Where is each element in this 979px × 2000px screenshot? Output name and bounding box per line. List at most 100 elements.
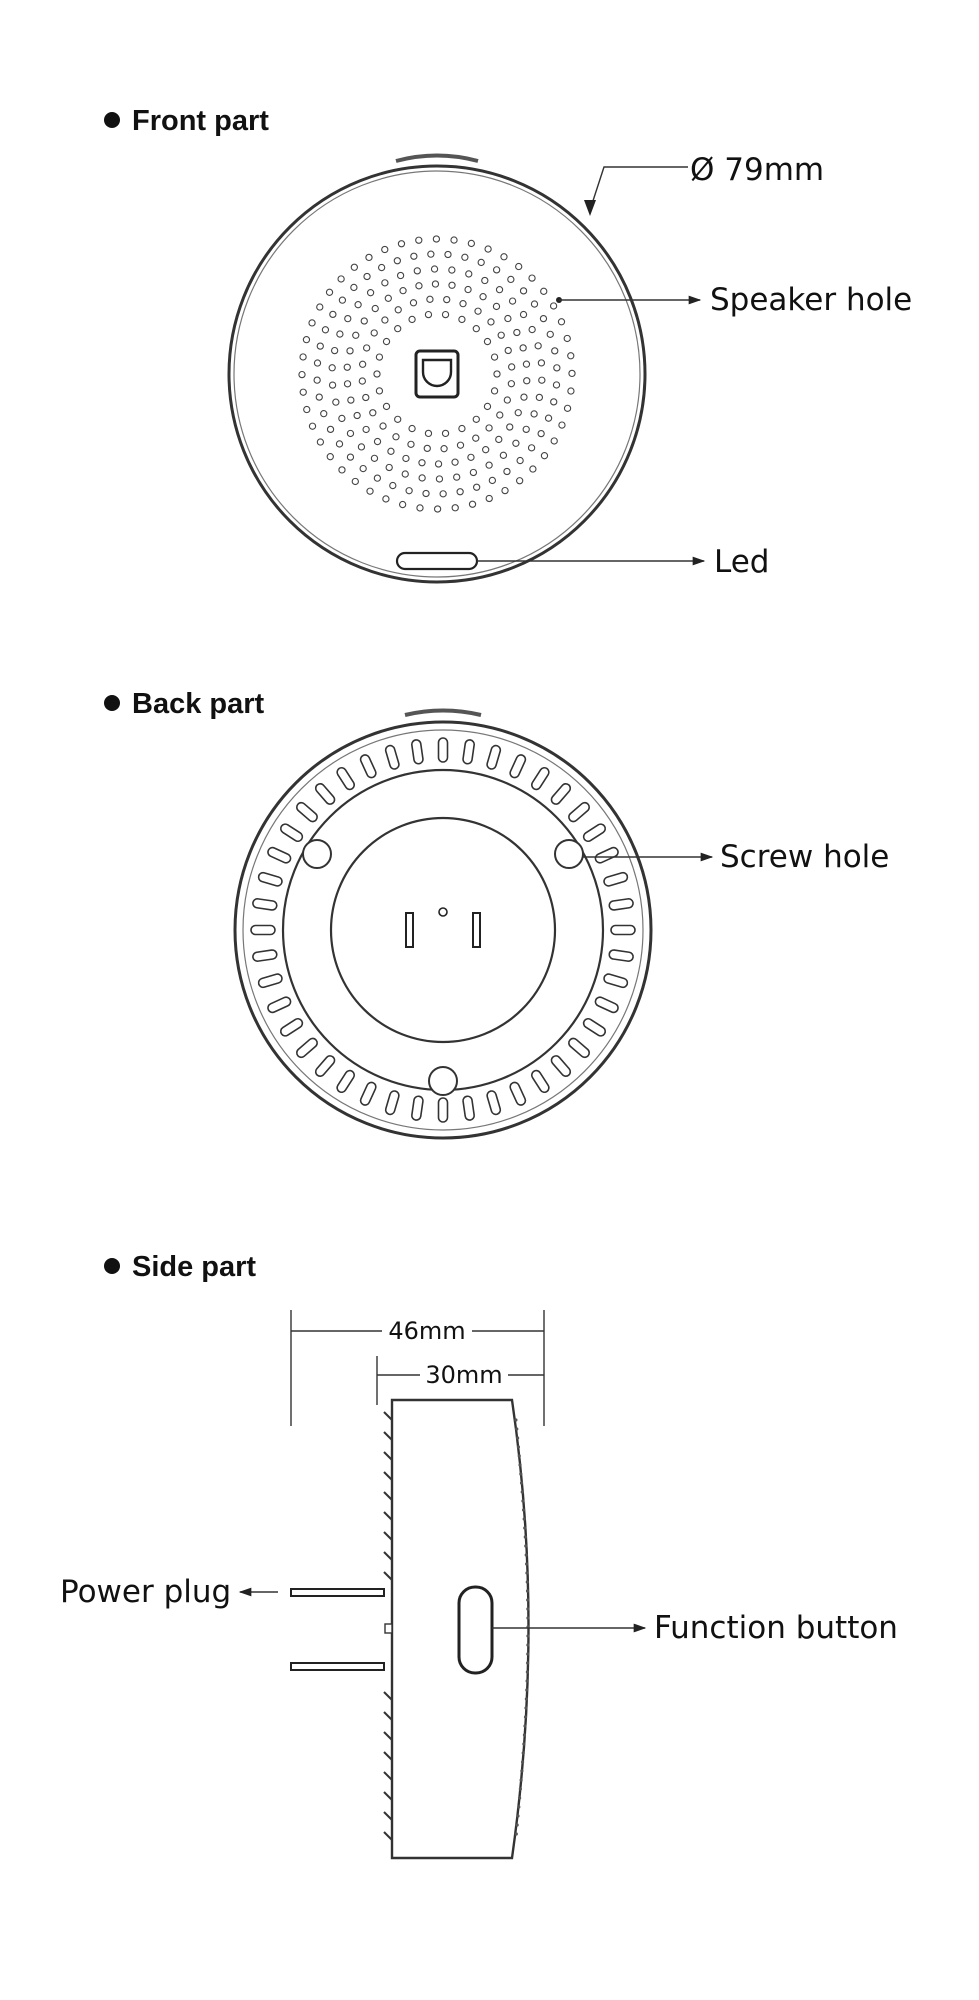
speaker-hole [408,424,416,433]
grille-edge-dot [522,1517,526,1521]
speaker-hole [540,452,549,460]
back-outer-rim [233,720,653,1140]
section-bullet [104,695,120,711]
speaker-hole [469,468,478,477]
grille-edge-dot [518,1463,522,1467]
grille-edge-dot [524,1553,528,1557]
power-plug-pin-upper [290,1588,385,1597]
speaker-hole [394,306,402,314]
speaker-hole [346,429,355,438]
speaker-hole [485,494,493,503]
speaker-hole [472,415,480,423]
vent-ridge [383,1431,393,1441]
vent-slot [608,949,634,962]
speaker-hole [325,288,334,296]
speaker-hole [537,429,545,438]
speaker-hole [529,465,537,473]
speaker-hole [500,253,508,261]
speaker-hole [512,439,520,447]
grille-edge-dot [526,1616,530,1620]
speaker-hole [370,454,379,462]
speaker-hole [501,486,509,495]
speaker-hole [387,447,395,455]
speaker-hole [424,310,433,319]
speaker-hole [328,381,337,389]
speaker-hole [451,458,459,466]
speaker-hole [506,423,514,431]
speaker-hole [373,437,382,446]
speaker-hole [467,453,475,462]
grille-edge-dot [514,1418,518,1422]
grille-edge-dot [525,1562,529,1566]
speaker-hole [490,387,499,395]
speaker-hole [366,289,375,297]
speaker-hole [382,337,391,346]
speaker-hole [365,253,373,262]
grille-edge-dot [523,1715,528,1719]
speaker-hole [503,396,511,404]
speaker-hole [316,303,324,311]
grille-edge-dot [522,1742,526,1746]
speaker-hole [321,326,330,334]
speaker-hole [328,364,336,372]
speaker-hole [377,263,386,272]
speaker-hole [363,272,371,281]
speaker-hole [479,293,487,301]
speaker-hole [320,410,328,418]
speaker-hole [535,393,544,402]
speaker-hole [427,250,435,258]
speaker-hole [458,424,466,433]
speaker-hole [396,271,405,280]
plug-pin-left [405,912,414,948]
section-bullet [104,112,120,128]
speaker-hole [326,453,334,461]
logo-icon [414,349,460,399]
grille-edge-dot [517,1805,521,1809]
speaker-hole [499,451,508,459]
speaker-hole [487,318,495,326]
speaker-hole [369,409,377,417]
speaker-hole [553,364,561,372]
vent-slot [603,871,629,887]
speaker-hole [397,240,406,248]
speaker-hole [504,314,512,323]
speaker-hole [299,388,307,396]
grille-edge-dot [524,1697,529,1701]
vent-slot [486,744,502,770]
vent-slot [257,871,283,887]
speaker-hole [375,387,384,395]
speaker-hole [298,370,306,379]
speaker-hole [497,331,505,339]
vent-ridge [383,1551,393,1561]
speaker-hole [519,344,527,352]
speaker-hole [398,500,407,509]
speaker-hole [483,402,492,411]
speaker-hole [366,487,374,495]
grille-edge-dot [518,1787,522,1791]
speaker-hole [513,328,521,337]
speaker-hole [330,346,339,355]
speaker-hole [308,422,317,430]
speaker-hole [461,253,469,261]
speaker-hole [410,252,418,260]
speaker-hole [408,315,416,324]
speaker-hole [346,347,354,355]
speaker-hole [343,363,351,371]
front-inner-rim [233,170,641,578]
vent-slot [295,801,318,823]
vent-ridge [383,1731,393,1741]
speaker-hole [359,464,367,473]
speaker-hole [423,444,431,453]
grille-edge-dot [516,1445,521,1449]
vent-slot [462,739,475,765]
speaker-hole [522,425,530,434]
vent-ridge [383,1751,393,1761]
speaker-hole [567,352,575,360]
speaker-hole [418,459,426,467]
speaker-hole [381,316,389,324]
speaker-hole [402,454,410,463]
grille-edge-dot [525,1670,529,1674]
vent-ridge [383,1711,393,1721]
vent-slot [603,973,629,989]
vent-ridge [383,1491,393,1501]
